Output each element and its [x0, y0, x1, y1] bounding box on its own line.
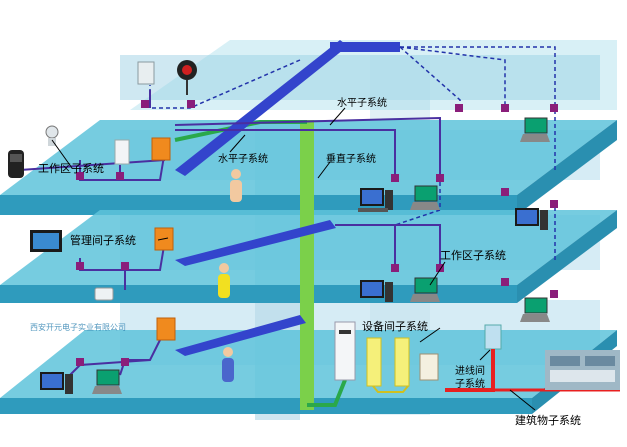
computer-floor3-a [40, 372, 73, 394]
outlet [76, 358, 84, 366]
equipment-racks [366, 337, 410, 387]
label-leaders [51, 107, 536, 411]
laptop-top-right [520, 117, 550, 142]
tv-monitor [30, 230, 62, 252]
panel-floor1 [151, 137, 171, 161]
tray-top [175, 40, 348, 176]
green-link-bottom [307, 379, 347, 407]
laptop-floor3-left [92, 369, 122, 394]
panel-floor3 [156, 317, 176, 341]
outlet [455, 104, 463, 112]
label-vertical: 垂直子系统 [326, 152, 376, 165]
camera-device [45, 125, 59, 146]
outlet [501, 104, 509, 112]
back-wall-top [120, 55, 600, 100]
outlet [550, 290, 558, 298]
outlet [76, 262, 84, 270]
outlet [391, 264, 399, 272]
label-equipment-room: 设备间子系统 [362, 319, 428, 333]
label-entrance-line2: 子系统 [455, 377, 485, 390]
entrance-red-cable [445, 349, 495, 392]
outlet [141, 100, 149, 108]
outlet [501, 188, 509, 196]
outlet [436, 174, 444, 182]
label-entrance-line1: 进线间 [455, 364, 485, 377]
tray-top-right [330, 42, 400, 52]
server-cabinet [334, 321, 356, 381]
laptop-floor3-right [520, 297, 550, 322]
rack-cable [372, 385, 409, 393]
vertical-backbone [300, 120, 314, 410]
roof-slab [130, 40, 617, 110]
watermark: 西安开元电子实业有限公司 [30, 322, 126, 332]
outlet [116, 172, 124, 180]
label-horizontal-top-right: 水平子系统 [337, 96, 387, 109]
outlet [436, 264, 444, 272]
entrance-box [484, 324, 502, 350]
tray-floor2 [175, 220, 336, 266]
outlet [187, 100, 195, 108]
outlet [550, 104, 558, 112]
label-work-area-right: 工作区子系统 [440, 249, 506, 262]
outlet [550, 200, 558, 208]
computer-floor2-a [360, 280, 393, 302]
label-management-room: 管理间子系统 [70, 233, 136, 247]
access-panel-device [137, 61, 155, 85]
patch-box [419, 353, 439, 381]
phone-device [94, 287, 114, 301]
external-building [545, 350, 620, 390]
outlet [121, 358, 129, 366]
laptop-floor2 [410, 277, 440, 302]
person-floor3 [222, 347, 234, 382]
wall-terminal-device [114, 139, 130, 165]
outlet [76, 172, 84, 180]
laptop-floor1 [410, 185, 440, 210]
computer-floor1-a [358, 188, 393, 212]
computer-floor2-right [515, 208, 548, 230]
person-floor2 [218, 263, 230, 298]
speaker-device [177, 60, 197, 95]
camera-dome-device [8, 150, 24, 178]
outlet [391, 174, 399, 182]
tray-floor3 [175, 315, 306, 356]
outlets [76, 100, 558, 366]
person-floor1 [230, 169, 242, 202]
label-work-area-top: 工作区子系统 [38, 162, 104, 175]
label-building: 建筑物子系统 [515, 413, 581, 427]
outlet [121, 262, 129, 270]
outlet [501, 278, 509, 286]
label-horizontal-top-left: 水平子系统 [218, 152, 268, 165]
